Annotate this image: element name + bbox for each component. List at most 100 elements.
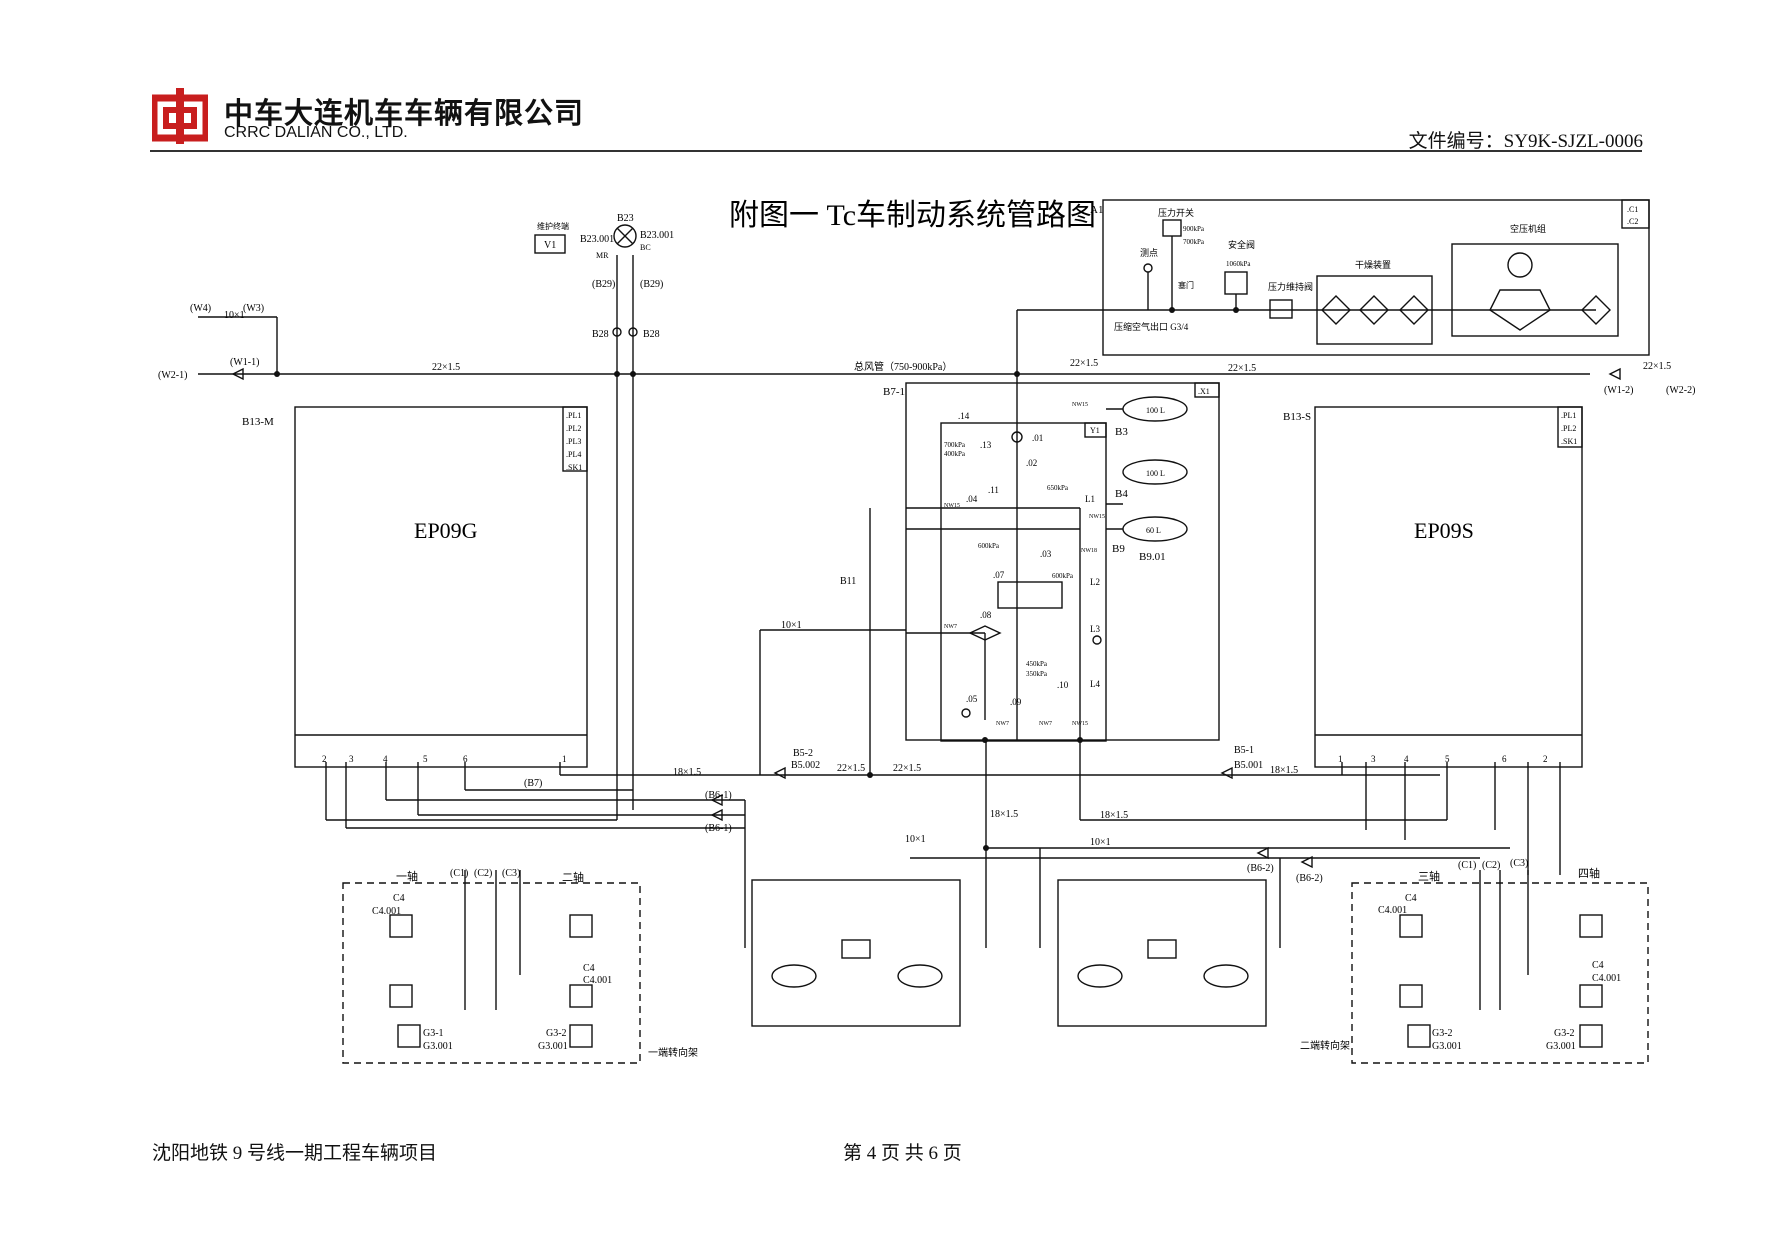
cock-label: (W2-2) xyxy=(1666,385,1695,396)
ps-700: 700kPa xyxy=(1183,238,1205,246)
pressure-maintain-valve-icon xyxy=(1269,299,1293,319)
b7-part: .04 xyxy=(966,494,978,504)
b7-part: .13 xyxy=(980,440,992,450)
ep09g-tag: B13-M xyxy=(242,416,274,428)
c-tag: (C3) xyxy=(502,868,520,879)
brake-cylinder-icon xyxy=(1399,914,1423,938)
g3-tag: G3-2 xyxy=(1432,1028,1453,1039)
pipe-size: 22×1.5 xyxy=(432,362,460,373)
nominal-size: NW15 xyxy=(1089,514,1105,520)
dryer-unit xyxy=(1316,275,1433,345)
maint-v1: V1 xyxy=(544,240,556,251)
b23-tag: B23.001 xyxy=(580,234,614,245)
b7-value: 650kPa xyxy=(1047,484,1069,492)
b23-tag: B23 xyxy=(617,213,634,224)
g3-tag: G3.001 xyxy=(423,1041,453,1052)
pressure-maintain-label: 压力维持阀 xyxy=(1268,281,1313,292)
bogie-1-frame xyxy=(342,882,641,1064)
sv-1060: 1060kPa xyxy=(1226,260,1251,268)
tank-volume: 100 L xyxy=(1146,469,1165,478)
axle-label: 四轴 xyxy=(1578,866,1600,880)
c4-tag: C4.001 xyxy=(1378,905,1407,916)
b7-value: 450kPa xyxy=(1026,660,1048,668)
b7-part: .02 xyxy=(1026,458,1037,468)
b5-tag: B5.002 xyxy=(791,760,820,771)
brake-cylinder-icon xyxy=(1399,984,1423,1008)
b6-tag: (B6-2) xyxy=(1296,873,1323,884)
b11-tag: B11 xyxy=(840,576,856,587)
main-pipe-label: 总风管（750-900kPa） xyxy=(854,360,952,373)
tank-tag: B3 xyxy=(1115,426,1128,438)
a1-corner: .C1 xyxy=(1627,205,1638,214)
diagram-title: 附图一 Tc车制动系统管路图 xyxy=(729,199,1096,232)
ep09s-port-num: 5 xyxy=(1445,754,1450,764)
c4-tag: C4.001 xyxy=(372,906,401,917)
ep09s-port-num: 3 xyxy=(1371,754,1376,764)
b7-cock-tag: (B7) xyxy=(524,778,542,789)
b7-value: 600kPa xyxy=(1052,572,1074,580)
b7-value: 600kPa xyxy=(978,542,1000,550)
nominal-size: NW18 xyxy=(1081,548,1097,554)
g3-tag: G3.001 xyxy=(538,1041,568,1052)
y1-valve-block xyxy=(940,422,1107,742)
b7-part: .07 xyxy=(993,570,1005,580)
b7-part: L1 xyxy=(1085,494,1095,504)
leveling-valve-icon xyxy=(841,939,871,959)
b28-tag: B28 xyxy=(592,329,609,340)
c4-tag: C4 xyxy=(1405,893,1417,904)
brake-cylinder-icon xyxy=(569,984,593,1008)
speed-sensor-icon xyxy=(1407,1024,1431,1048)
b7-value: 350kPa xyxy=(1026,670,1048,678)
c4-tag: C4.001 xyxy=(583,975,612,986)
ep09s-label: EP09S xyxy=(1414,518,1474,543)
axle-label: 二轴 xyxy=(562,870,584,884)
ep09g-port: .PL1 xyxy=(566,411,581,420)
a1-tag: A1 xyxy=(1090,204,1103,216)
b23-mr: MR xyxy=(596,251,609,260)
ep09g-port: .PL2 xyxy=(566,424,581,433)
pipe-size: 22×1.5 xyxy=(1228,363,1256,374)
nominal-size: NW15 xyxy=(1072,402,1088,408)
pipe-size: 22×1.5 xyxy=(1070,358,1098,369)
b7-part: .09 xyxy=(1010,697,1022,707)
cock-label: (W4) xyxy=(190,303,211,314)
ep09g-port-num: 1 xyxy=(562,754,567,764)
bogie-label: 二端转向架 xyxy=(1300,1039,1350,1052)
nominal-size: NW7 xyxy=(944,624,957,630)
pipe-size: 18×1.5 xyxy=(1100,810,1128,821)
ep09s-port-num: 4 xyxy=(1404,754,1409,764)
crrc-logo xyxy=(152,88,208,144)
leveling-valve-icon xyxy=(1147,939,1177,959)
g3-tag: G3.001 xyxy=(1432,1041,1462,1052)
bogie-label: 一端转向架 xyxy=(648,1046,698,1059)
ep09g-port: .PL3 xyxy=(566,437,581,446)
ep09g-port-num: 4 xyxy=(383,754,388,764)
speed-sensor-icon xyxy=(1579,1024,1603,1048)
c-tag: (C3) xyxy=(1510,858,1528,869)
ep09g-port-num: 2 xyxy=(322,754,327,764)
b6-tag: (B6-1) xyxy=(705,790,732,801)
b28-tag: B28 xyxy=(643,329,660,340)
axle-label: 三轴 xyxy=(1418,869,1440,883)
b5-tag: B5.001 xyxy=(1234,760,1263,771)
b29-tag: (B29) xyxy=(592,279,615,290)
c4-tag: C4.001 xyxy=(1592,973,1621,984)
ps-900: 900kPa xyxy=(1183,225,1205,233)
y1-tag: Y1 xyxy=(1090,426,1100,435)
b7-part: .01 xyxy=(1032,433,1043,443)
compressor-label: 空压机组 xyxy=(1510,223,1546,234)
c-tag: (C1) xyxy=(450,868,468,879)
nominal-size: NW15 xyxy=(1072,721,1088,727)
header-rule xyxy=(150,150,1642,152)
cock-label: (W1-1) xyxy=(230,357,259,368)
a1-compressor-box xyxy=(1102,199,1650,356)
nominal-size: NW7 xyxy=(1039,721,1052,727)
company-name-en: CRRC DALIAN CO., LTD. xyxy=(224,124,408,141)
b6-tag: (B6-2) xyxy=(1247,863,1274,874)
cock-label: (W1-2) xyxy=(1604,385,1633,396)
b7-corner: .X1 xyxy=(1198,387,1210,396)
a1-corner: .C2 xyxy=(1627,217,1638,226)
pipe-size: 18×1.5 xyxy=(1270,765,1298,776)
speed-sensor-icon xyxy=(397,1024,421,1048)
pipe-size: 10×1 xyxy=(781,620,802,631)
